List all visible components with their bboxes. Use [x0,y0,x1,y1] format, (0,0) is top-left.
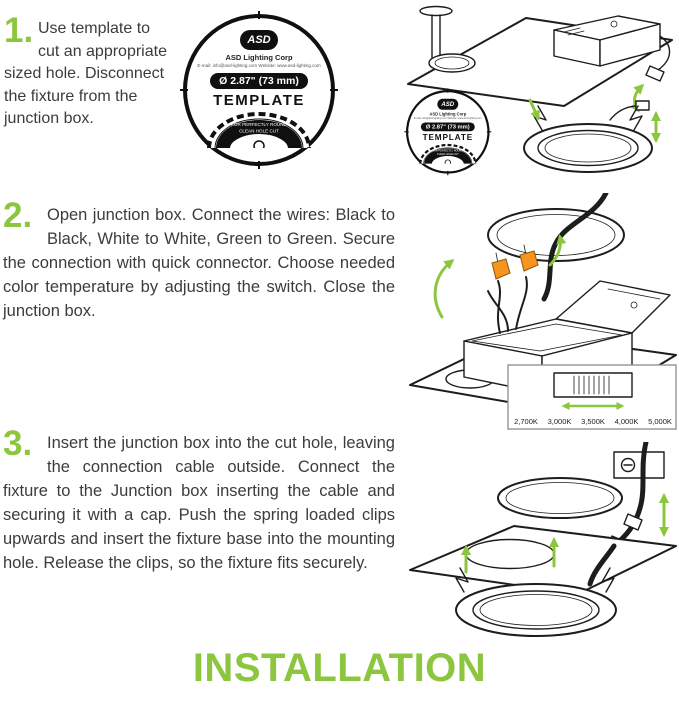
step-1-number: 1. [4,11,34,50]
page-title: INSTALLATION [192,646,487,690]
asd-logo: ASD [240,30,278,50]
template-tick [447,170,449,176]
ceiling-cutout-disc [487,208,625,262]
diagram-step-1 [407,5,673,173]
ceiling-cutout-disc [497,477,623,519]
color-temp-label: 5,000K [648,417,672,426]
template-label: TEMPLATE [213,92,305,109]
downlight-fixture [523,100,653,173]
green-arrow [433,259,455,319]
green-arrow [548,233,567,267]
spring-clip [455,567,469,593]
mounting-bracket [613,451,665,479]
ceiling-panel [409,525,677,595]
step-3: 3. Insert the junction box into the cut … [3,424,395,575]
template-tick [180,89,188,91]
template-company: ASD Lighting Corp [429,111,467,117]
template-contact: E-mail: info@asd-lighting.com Website: w… [197,63,321,68]
template-diameter-badge: Ø 2.87" (73 mm) [420,122,475,132]
template-tagline: FOR PERFECTLY ROUND [231,122,287,127]
diagram-step-2: 2,700K 3,000K 3,500K 4,000K 5,000K [409,193,677,430]
template-tick [404,131,409,133]
wire-connector [519,250,539,272]
template-tick [486,131,492,133]
color-temp-switch-inset: 2,700K 3,000K 3,500K 4,000K 5,000K [507,364,677,430]
hole-saw-tool-icon [419,5,453,59]
color-temp-switch [553,372,633,398]
step-2: 2. Open junction box. Connect the wires:… [3,196,395,323]
template-tick [258,11,260,19]
cable-connector [623,513,643,531]
power-cable [587,543,617,587]
template-tagline: FOR PERFECTLY ROUND [433,150,464,153]
template-tick [447,88,449,93]
template-tagline: CLEAN HOLE CUT [437,153,459,156]
step-3-number: 3. [3,424,33,463]
color-temp-label: 3,500K [581,417,605,426]
hole-cut-template-small: ASD ASD Lighting Corp E-mail: info@asd-l… [404,88,492,176]
saw-blade-icon: FOR PERFECTLY ROUND CLEAN HOLE CUT [207,112,311,148]
asd-logo: ASD [437,98,459,110]
template-company: ASD Lighting Corp [225,53,293,62]
template-tick [330,89,338,91]
color-temp-label: 2,700K [514,417,538,426]
step-2-text: Open junction box. Connect the wires: Bl… [3,203,395,323]
power-cable [611,442,649,549]
spring-clip [629,105,643,131]
saw-blade-icon: FOR PERFECTLY ROUND CLEAN HOLE CUT [419,143,477,164]
diagram-step-3 [409,442,677,637]
power-cable [645,35,671,82]
template-diameter-badge: Ø 2.87" (73 mm) [210,73,308,89]
template-contact: E-mail: info@asd-lighting.com Website: w… [413,116,482,120]
template-tagline: CLEAN HOLE CUT [239,129,279,134]
step-1: 1. Use template to cut an appropriate si… [4,11,167,131]
wire-connector [491,258,511,280]
spring-clip [533,105,547,131]
power-cable [541,193,609,302]
color-temp-label: 4,000K [615,417,639,426]
step-1-text: Use template to cut an appropriate sized… [4,20,167,127]
green-arrow [528,98,540,121]
junction-box [553,15,661,67]
template-label: TEMPLATE [422,132,474,143]
hole-cut-template: ASD ASD Lighting Corp E-mail: info@asd-l… [180,11,338,169]
color-temp-label: 3,000K [548,417,572,426]
downlight-fixture [455,567,617,637]
step-2-number: 2. [3,196,33,235]
spring-clip [601,567,615,593]
step-3-text: Insert the junction box into the cut hol… [3,431,395,575]
template-tick [258,161,260,169]
wires-and-connectors [487,244,539,334]
